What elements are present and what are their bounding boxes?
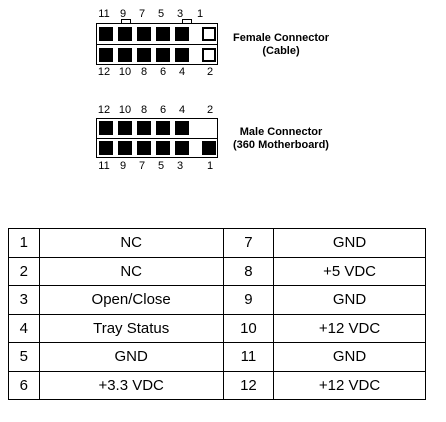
female-label-title: Female Connector — [233, 32, 329, 44]
pin-number-cell: 3 — [8, 285, 40, 315]
female-top-pin-number: 5 — [157, 8, 165, 20]
female-bottom-pin-number: 12 — [97, 66, 111, 78]
table-row: 3 Open/Close 9 GND — [8, 285, 426, 315]
male-label-subtitle: (360 Motherboard) — [233, 139, 329, 151]
female-pin-empty — [202, 27, 216, 41]
pin-number-cell: 7 — [222, 228, 275, 258]
male-pin — [118, 141, 132, 155]
pin-number-cell: 9 — [222, 285, 275, 315]
female-connector-label: Female Connector (Cable) — [226, 32, 336, 58]
female-label-subtitle: (Cable) — [262, 45, 300, 57]
male-top-pin-number: 12 — [97, 104, 111, 116]
signal-cell: NC — [38, 256, 224, 286]
female-top-pin-number: 1 — [196, 8, 204, 20]
male-bottom-pin-number: 11 — [98, 160, 110, 172]
male-pin — [137, 121, 151, 135]
male-pin — [118, 121, 132, 135]
pin-number-cell: 12 — [222, 370, 275, 400]
female-key-notch — [121, 19, 131, 23]
male-pin — [99, 121, 113, 135]
female-pin — [137, 48, 151, 62]
female-bottom-pin-number: 4 — [178, 66, 186, 78]
female-key-notch — [182, 19, 192, 23]
pin-number-cell: 4 — [8, 313, 40, 343]
male-bottom-pin-number: 7 — [138, 160, 146, 172]
pin-number-cell: 1 — [8, 228, 40, 258]
female-pin — [118, 48, 132, 62]
male-pin — [99, 141, 113, 155]
pin-number-cell: 2 — [8, 256, 40, 286]
male-top-pin-number: 6 — [159, 104, 167, 116]
pin-number-cell: 11 — [222, 342, 275, 372]
pin-number-cell: 8 — [222, 256, 275, 286]
male-pin — [202, 141, 216, 155]
table-row: 6 +3.3 VDC 12 +12 VDC — [8, 370, 426, 400]
female-pin — [137, 27, 151, 41]
male-top-pin-number: 2 — [206, 104, 214, 116]
table-row: 4 Tray Status 10 +12 VDC — [8, 313, 426, 343]
female-pin — [118, 27, 132, 41]
female-top-pin-number: 9 — [119, 8, 127, 20]
female-bottom-pin-number: 10 — [118, 66, 132, 78]
female-bottom-pin-number: 8 — [140, 66, 148, 78]
pinout-table: 1 NC 7 GND 2 NC 8 +5 VDC 3 Open/Close 9 … — [8, 228, 426, 400]
female-pin — [99, 27, 113, 41]
male-pin — [175, 141, 189, 155]
male-bottom-pin-number: 3 — [176, 160, 184, 172]
signal-cell: +12 VDC — [273, 313, 426, 343]
signal-cell: GND — [38, 342, 224, 372]
female-pin — [99, 48, 113, 62]
signal-cell: Open/Close — [38, 285, 224, 315]
signal-cell: +3.3 VDC — [38, 370, 224, 400]
female-housing-divider — [96, 44, 218, 45]
female-top-pin-number: 11 — [98, 8, 110, 20]
male-bottom-pin-number: 5 — [157, 160, 165, 172]
female-pin — [175, 48, 189, 62]
table-row: 1 NC 7 GND — [8, 228, 426, 258]
signal-cell: GND — [273, 342, 426, 372]
table-row: 2 NC 8 +5 VDC — [8, 256, 426, 286]
male-bottom-pin-number: 9 — [119, 160, 127, 172]
female-pin — [175, 27, 189, 41]
female-bottom-pin-number: 6 — [159, 66, 167, 78]
pin-number-cell: 10 — [222, 313, 275, 343]
male-top-pin-number: 8 — [140, 104, 148, 116]
male-pin — [156, 121, 170, 135]
signal-cell: Tray Status — [38, 313, 224, 343]
female-top-pin-number: 3 — [176, 8, 184, 20]
pin-number-cell: 6 — [8, 370, 40, 400]
signal-cell: GND — [273, 228, 426, 258]
female-pin — [156, 48, 170, 62]
male-pin — [137, 141, 151, 155]
male-housing-divider — [96, 138, 218, 139]
female-bottom-pin-number: 2 — [206, 66, 214, 78]
female-pin — [156, 27, 170, 41]
signal-cell: GND — [273, 285, 426, 315]
female-top-pin-number: 7 — [138, 8, 146, 20]
table-row: 5 GND 11 GND — [8, 342, 426, 372]
signal-cell: NC — [38, 228, 224, 258]
male-pin — [175, 121, 189, 135]
male-bottom-pin-number: 1 — [206, 160, 214, 172]
signal-cell: +5 VDC — [273, 256, 426, 286]
female-pin-empty — [202, 48, 216, 62]
male-top-pin-number: 10 — [118, 104, 132, 116]
male-connector-label: Male Connector (360 Motherboard) — [224, 126, 338, 152]
male-label-title: Male Connector — [239, 126, 323, 138]
pin-number-cell: 5 — [8, 342, 40, 372]
signal-cell: +12 VDC — [273, 370, 426, 400]
male-top-pin-number: 4 — [178, 104, 186, 116]
male-pin — [156, 141, 170, 155]
